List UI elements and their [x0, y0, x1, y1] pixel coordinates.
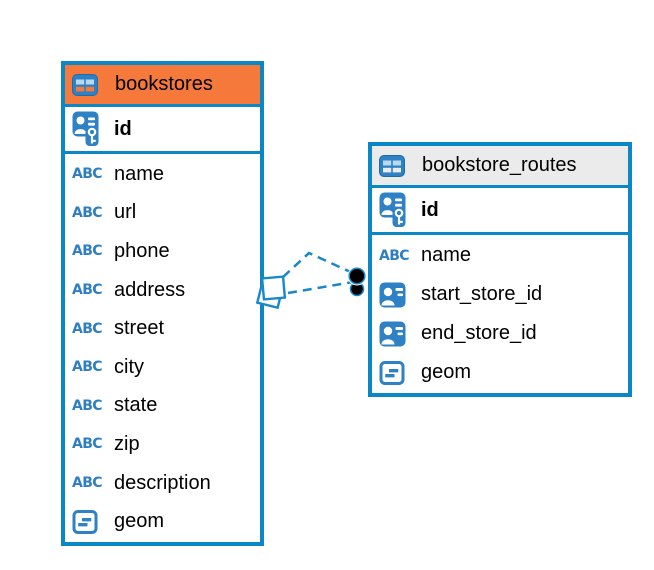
text-type-icon: ABC — [72, 320, 103, 337]
relationship-dot-markers — [347, 266, 367, 297]
field-name: geom — [114, 510, 165, 533]
primary-key-row[interactable]: id — [65, 107, 260, 154]
field-name: end_store_id — [421, 322, 537, 344]
field-row-name[interactable]: ABC name — [372, 236, 628, 275]
reference-type-icon — [379, 321, 413, 347]
field-row-geom[interactable]: geom — [65, 502, 260, 541]
entity-title: bookstore_routes — [422, 154, 577, 176]
table-icon — [379, 154, 413, 177]
primary-key-name: id — [114, 117, 132, 140]
entity-bookstore-routes[interactable]: bookstore_routes id ABC name start_store_i… — [368, 142, 632, 397]
field-name: url — [114, 201, 137, 224]
primary-key-icon — [72, 111, 106, 147]
entity-title: bookstores — [115, 73, 213, 95]
text-type-icon: ABC — [72, 475, 103, 492]
text-type-icon: ABC — [72, 397, 103, 414]
field-name: address — [114, 278, 186, 301]
field-row-geom[interactable]: geom — [372, 353, 628, 392]
text-type-icon: ABC — [379, 247, 410, 264]
field-row-name[interactable]: ABC name — [65, 155, 260, 194]
entity-header-bookstore-routes[interactable]: bookstore_routes — [372, 146, 628, 188]
geometry-type-icon — [379, 360, 413, 386]
reference-type-icon — [379, 282, 413, 308]
primary-key-icon — [379, 192, 413, 228]
field-name: name — [421, 244, 472, 266]
table-icon — [72, 73, 106, 96]
field-row-phone[interactable]: ABC phone — [65, 232, 260, 271]
field-name: name — [114, 162, 165, 185]
text-type-icon: ABC — [72, 166, 103, 183]
primary-key-row[interactable]: id — [372, 188, 628, 235]
text-type-icon: ABC — [72, 204, 103, 221]
field-row-city[interactable]: ABC city — [65, 348, 260, 387]
text-type-icon: ABC — [72, 359, 103, 376]
field-row-zip[interactable]: ABC zip — [65, 425, 260, 464]
text-type-icon: ABC — [72, 282, 103, 299]
field-row-url[interactable]: ABC url — [65, 194, 260, 233]
field-name: phone — [114, 239, 170, 262]
text-type-icon: ABC — [72, 436, 103, 453]
field-row-state[interactable]: ABC state — [65, 387, 260, 426]
relationship-line[interactable] — [255, 251, 367, 310]
field-name: street — [114, 317, 165, 340]
field-row-description[interactable]: ABC description — [65, 464, 260, 503]
field-name: start_store_id — [421, 283, 543, 305]
entity-header-bookstores[interactable]: bookstores — [65, 65, 260, 107]
field-name: zip — [114, 432, 140, 455]
field-row-end_store_id[interactable]: end_store_id — [372, 314, 628, 353]
field-name: state — [114, 394, 158, 417]
field-name: geom — [421, 361, 472, 383]
field-name: description — [114, 471, 211, 494]
primary-key-name: id — [421, 198, 439, 221]
field-name: city — [114, 355, 144, 378]
field-row-street[interactable]: ABC street — [65, 309, 260, 348]
geometry-type-icon — [72, 509, 106, 535]
field-row-address[interactable]: ABC address — [65, 271, 260, 310]
text-type-icon: ABC — [72, 243, 103, 260]
field-row-start_store_id[interactable]: start_store_id — [372, 275, 628, 314]
